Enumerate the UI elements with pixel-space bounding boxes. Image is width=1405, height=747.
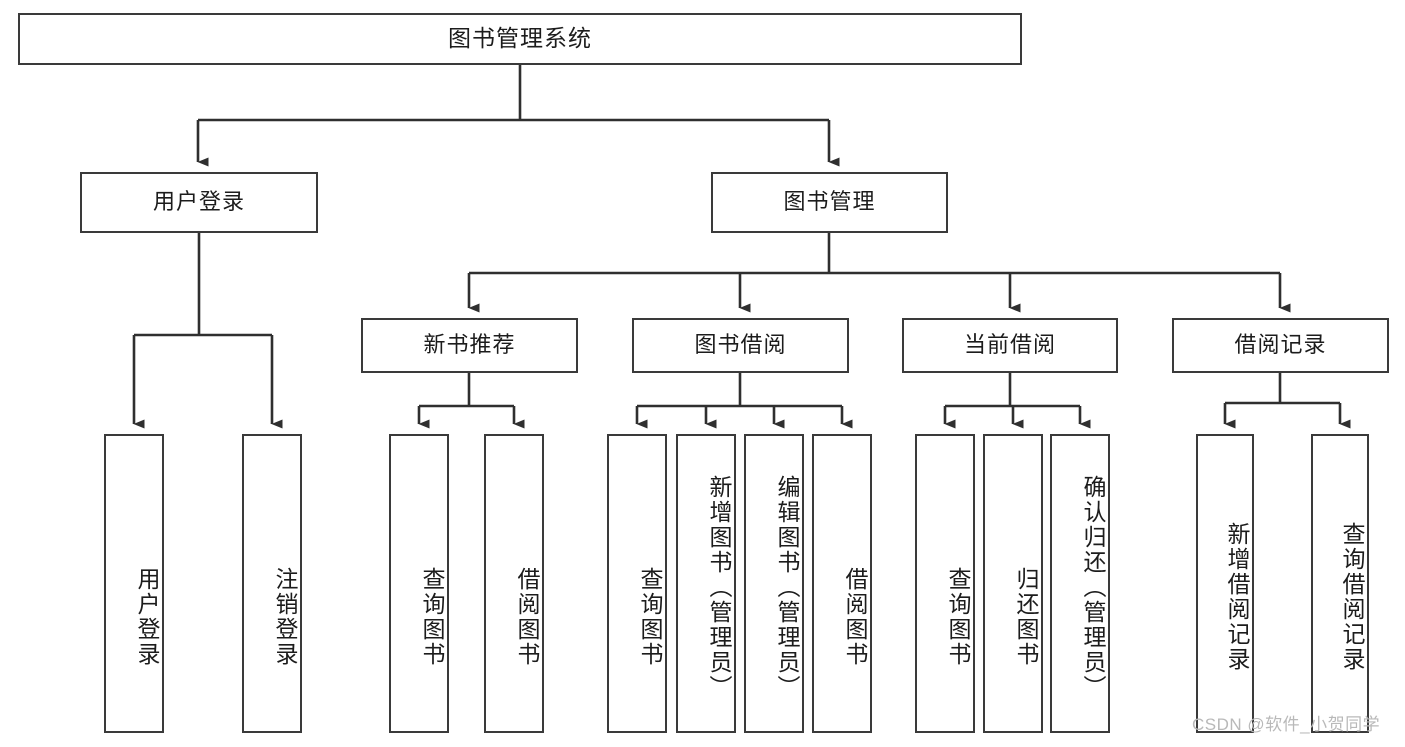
node-current-borrow-label: 当前借阅 [963, 332, 1056, 358]
leaf-query-book-current[interactable]: 查询图书 [915, 434, 975, 733]
node-new-book-recommend[interactable]: 新书推荐 [361, 318, 578, 373]
leaf-query-book-recommend[interactable]: 查询图书 [389, 434, 449, 733]
leaf-user-login-label: 用户登录 [134, 566, 160, 667]
leaf-confirm-return-admin-label: 确认归还（管理员） [1080, 475, 1106, 700]
leaf-borrow-book-borrow[interactable]: 借阅图书 [812, 434, 872, 733]
leaf-query-book-recommend-label: 查询图书 [419, 566, 445, 667]
csdn-watermark-text: CSDN @软件_小贺同学 [1192, 715, 1381, 734]
leaf-query-book-current-label: 查询图书 [945, 566, 971, 667]
node-book-manage-label: 图书管理 [783, 189, 876, 215]
leaf-confirm-return-admin[interactable]: 确认归还（管理员） [1050, 434, 1110, 733]
leaf-return-book-label: 归还图书 [1013, 566, 1039, 667]
node-root-label: 图书管理系统 [448, 25, 592, 52]
node-book-borrow[interactable]: 图书借阅 [632, 318, 849, 373]
leaf-return-book[interactable]: 归还图书 [983, 434, 1043, 733]
node-book-borrow-label: 图书借阅 [694, 332, 787, 358]
leaf-borrow-book-recommend-label: 借阅图书 [514, 566, 540, 667]
leaf-edit-book-admin-label: 编辑图书（管理员） [774, 475, 800, 700]
leaf-query-borrow-record[interactable]: 查询借阅记录 [1311, 434, 1369, 733]
node-borrow-record-label: 借阅记录 [1234, 332, 1327, 358]
leaf-query-book-borrow[interactable]: 查询图书 [607, 434, 667, 733]
leaf-user-logout[interactable]: 注销登录 [242, 434, 302, 733]
node-current-borrow[interactable]: 当前借阅 [902, 318, 1118, 373]
node-borrow-record[interactable]: 借阅记录 [1172, 318, 1389, 373]
node-root-system[interactable]: 图书管理系统 [18, 13, 1022, 65]
leaf-add-book-admin[interactable]: 新增图书（管理员） [676, 434, 736, 733]
node-new-book-recommend-label: 新书推荐 [423, 332, 516, 358]
leaf-user-login[interactable]: 用户登录 [104, 434, 164, 733]
leaf-query-borrow-record-label: 查询借阅记录 [1339, 521, 1365, 672]
leaf-add-borrow-record-label: 新增借阅记录 [1224, 521, 1250, 672]
node-book-manage[interactable]: 图书管理 [711, 172, 948, 233]
leaf-user-logout-label: 注销登录 [272, 566, 298, 667]
leaf-add-borrow-record[interactable]: 新增借阅记录 [1196, 434, 1254, 733]
node-user-login-label: 用户登录 [152, 189, 245, 215]
leaf-edit-book-admin[interactable]: 编辑图书（管理员） [744, 434, 804, 733]
leaf-borrow-book-recommend[interactable]: 借阅图书 [484, 434, 544, 733]
node-user-login[interactable]: 用户登录 [80, 172, 318, 233]
leaf-borrow-book-borrow-label: 借阅图书 [842, 566, 868, 667]
leaf-add-book-admin-label: 新增图书（管理员） [706, 475, 732, 700]
csdn-watermark: CSDN @软件_小贺同学 [1192, 710, 1380, 735]
leaf-query-book-borrow-label: 查询图书 [637, 566, 663, 667]
